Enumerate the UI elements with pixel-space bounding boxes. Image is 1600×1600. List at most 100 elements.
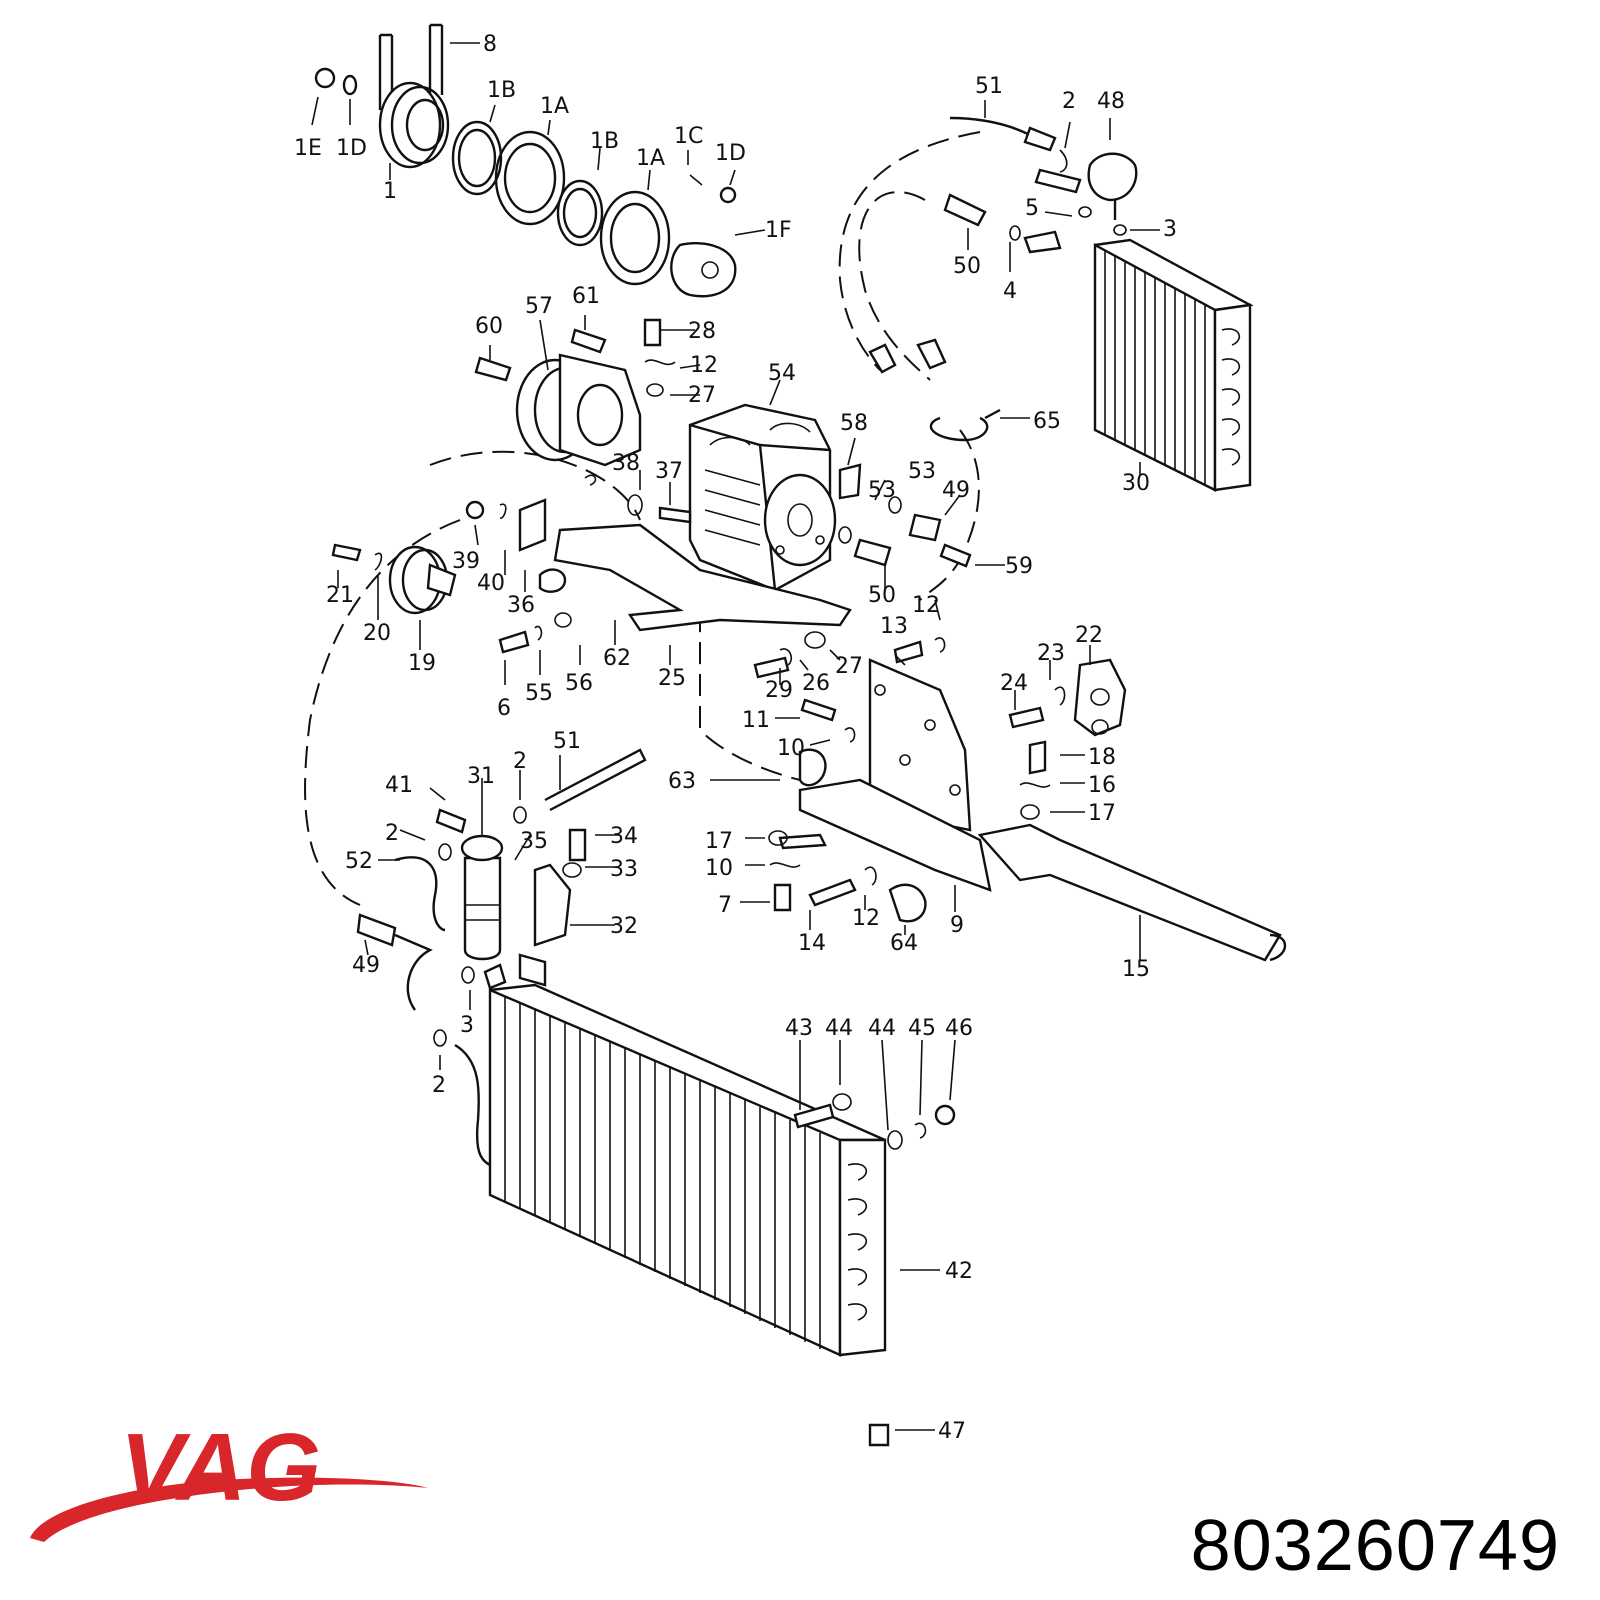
callout-45: 45 bbox=[908, 1016, 936, 1041]
callout-38: 38 bbox=[612, 451, 640, 476]
callout-1b: 1B bbox=[487, 78, 516, 103]
callout-1b: 1B bbox=[590, 129, 619, 154]
callout-19: 19 bbox=[408, 651, 436, 676]
callout-56: 56 bbox=[565, 671, 593, 696]
callout-1a: 1A bbox=[636, 146, 665, 171]
callout-49: 49 bbox=[942, 478, 970, 503]
callout-20: 20 bbox=[363, 621, 391, 646]
callout-48: 48 bbox=[1097, 89, 1125, 114]
logo-wordmark: VAG bbox=[120, 1418, 321, 1521]
callout-35: 35 bbox=[520, 829, 548, 854]
callout-2: 2 bbox=[385, 821, 399, 846]
callout-7: 7 bbox=[718, 893, 732, 918]
callout-22: 22 bbox=[1075, 623, 1103, 648]
callout-50: 50 bbox=[953, 254, 981, 279]
callout-44: 44 bbox=[825, 1016, 853, 1041]
callout-17: 17 bbox=[1088, 801, 1116, 826]
callout-27: 27 bbox=[688, 383, 716, 408]
callout-62: 62 bbox=[603, 646, 631, 671]
callout-32: 32 bbox=[610, 914, 638, 939]
callout-26: 26 bbox=[802, 671, 830, 696]
callout-31: 31 bbox=[467, 764, 495, 789]
callout-34: 34 bbox=[610, 824, 638, 849]
callout-1d: 1D bbox=[336, 136, 367, 161]
callout-27: 27 bbox=[835, 654, 863, 679]
callout-51: 51 bbox=[975, 74, 1003, 99]
callout-3: 3 bbox=[460, 1013, 474, 1038]
callout-40: 40 bbox=[477, 571, 505, 596]
callout-8: 8 bbox=[483, 32, 497, 57]
callout-4: 4 bbox=[1003, 279, 1017, 304]
callout-1f: 1F bbox=[765, 218, 792, 243]
callout-18: 18 bbox=[1088, 745, 1116, 770]
callout-1c: 1C bbox=[674, 124, 703, 149]
evaporator bbox=[1093, 238, 1254, 492]
callout-29: 29 bbox=[765, 678, 793, 703]
callout-25: 25 bbox=[658, 666, 686, 691]
callout-52: 52 bbox=[345, 849, 373, 874]
callout-12: 12 bbox=[852, 906, 880, 931]
callout-41: 41 bbox=[385, 773, 413, 798]
callout-13: 13 bbox=[880, 614, 908, 639]
callout-11: 11 bbox=[742, 708, 770, 733]
callout-44: 44 bbox=[868, 1016, 896, 1041]
callout-1: 1 bbox=[383, 179, 397, 204]
callout-50: 50 bbox=[868, 583, 896, 608]
callout-2: 2 bbox=[513, 749, 527, 774]
callout-16: 16 bbox=[1088, 773, 1116, 798]
callout-24: 24 bbox=[1000, 671, 1028, 696]
part-number: 803260749 bbox=[1190, 1506, 1560, 1586]
callout-1e: 1E bbox=[294, 136, 322, 161]
logo-swoosh bbox=[30, 1477, 428, 1542]
callout-61: 61 bbox=[572, 284, 600, 309]
callout-42: 42 bbox=[945, 1259, 973, 1284]
callout-3: 3 bbox=[1163, 217, 1177, 242]
callout-60: 60 bbox=[475, 314, 503, 339]
callout-65: 65 bbox=[1033, 409, 1061, 434]
callout-12: 12 bbox=[690, 353, 718, 378]
callout-46: 46 bbox=[945, 1016, 973, 1041]
callout-47: 47 bbox=[938, 1419, 966, 1444]
leader-lines bbox=[311, 42, 1160, 1431]
callout-5: 5 bbox=[1025, 196, 1039, 221]
callout-labels: 8 1E 1D 1 1B 1A 1B 1A 1C 1D 1F 51 2 48 5… bbox=[294, 32, 1177, 1444]
callout-1d: 1D bbox=[715, 141, 746, 166]
callout-10: 10 bbox=[777, 736, 805, 761]
callout-36: 36 bbox=[507, 593, 535, 618]
compressor-bracket bbox=[465, 498, 852, 654]
callout-23: 23 bbox=[1037, 641, 1065, 666]
clutch-plate bbox=[474, 318, 676, 486]
callout-53: 53 bbox=[908, 459, 936, 484]
vag-logo: VAG bbox=[30, 1418, 428, 1542]
expansion-valve-fittings bbox=[943, 116, 1138, 254]
callout-53: 53 bbox=[868, 478, 896, 503]
callout-6: 6 bbox=[497, 696, 511, 721]
callout-51: 51 bbox=[553, 729, 581, 754]
callout-55: 55 bbox=[525, 681, 553, 706]
callout-12: 12 bbox=[912, 593, 940, 618]
pulley-assembly bbox=[314, 23, 737, 298]
callout-43: 43 bbox=[785, 1016, 813, 1041]
callout-30: 30 bbox=[1122, 471, 1150, 496]
callout-37: 37 bbox=[655, 459, 683, 484]
idler-pulley bbox=[331, 543, 457, 615]
callout-54: 54 bbox=[768, 361, 796, 386]
callout-14: 14 bbox=[798, 931, 826, 956]
callout-10: 10 bbox=[705, 856, 733, 881]
callout-9: 9 bbox=[950, 913, 964, 938]
hose-clip-and-grommets bbox=[868, 338, 1001, 442]
callout-17: 17 bbox=[705, 829, 733, 854]
callout-28: 28 bbox=[688, 319, 716, 344]
callout-2: 2 bbox=[432, 1073, 446, 1098]
callout-21: 21 bbox=[326, 583, 354, 608]
condenser bbox=[454, 953, 956, 1447]
compressor bbox=[627, 403, 972, 592]
mounting-bracket bbox=[753, 631, 1287, 962]
callout-63: 63 bbox=[668, 769, 696, 794]
callout-58: 58 bbox=[840, 411, 868, 436]
callout-15: 15 bbox=[1122, 957, 1150, 982]
callout-49: 49 bbox=[352, 953, 380, 978]
callout-2: 2 bbox=[1062, 89, 1076, 114]
callout-1a: 1A bbox=[540, 94, 569, 119]
